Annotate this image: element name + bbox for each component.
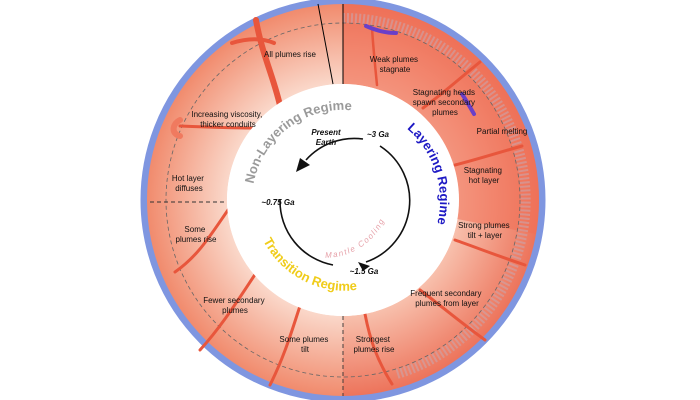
label-stagnating-heads: Stagnating heads spawn secondary plumes — [413, 88, 478, 117]
label-all-plumes-rise: All plumes rise — [264, 50, 317, 59]
arrowheads — [296, 158, 370, 271]
label-frequent-secondary: Frequent secondary plumes from layer — [410, 289, 483, 308]
label-stagnating-hot-layer: Stagnating hot layer — [464, 166, 505, 185]
arrow-3ga-to-1-5ga — [365, 145, 411, 263]
label-some-plumes-tilt: Some plumes tilt — [279, 335, 330, 354]
label-weak-plumes: Weak plumes stagnate — [370, 55, 421, 74]
plume-all-rise — [253, 17, 284, 113]
present-earth-line-1: Present — [311, 128, 341, 137]
arrowhead-top — [296, 158, 310, 172]
plume-fewer-secondary — [198, 268, 260, 352]
plume-weak-stagnant-head — [364, 24, 398, 35]
plume-some-rise — [173, 208, 230, 274]
plume-hot-layer-diffuse — [170, 117, 183, 139]
divider-top-a — [317, 3, 334, 85]
plume-stagnating-hot — [453, 144, 524, 167]
plumes — [170, 17, 527, 387]
plume-frequent-secondary — [418, 288, 487, 342]
label-strong-plumes-tilt: Strong plumes tilt + layer — [458, 221, 512, 240]
era-0-75ga: ~0.75 Ga — [261, 198, 295, 207]
center-disk — [227, 84, 459, 316]
label-partial-melting: Partial melting — [477, 127, 528, 136]
plume-strongest — [363, 312, 394, 386]
era-1-5ga: ~1.5 Ga — [350, 267, 379, 276]
plume-strong-tilt — [453, 238, 527, 267]
label-fewer-secondary: Fewer secondary plumes — [203, 296, 267, 315]
present-earth-line-2: Earth — [316, 138, 337, 147]
cycle-arrows — [279, 137, 411, 266]
arrowhead-bottom — [358, 262, 370, 271]
plume-thick-conduit — [178, 124, 254, 130]
plume-some-tilt — [268, 304, 302, 387]
arrow-1-5ga-to-0-75ga — [279, 199, 334, 266]
plume-weak — [370, 26, 379, 87]
label-some-plumes-rise: Some plumes rise — [176, 225, 217, 244]
label-strongest-plumes: Strongest plumes rise — [354, 335, 395, 354]
plume-stagnating-heads — [421, 60, 482, 110]
annulus-layering-sector — [343, 4, 539, 234]
arrow-present-to-3ga — [305, 137, 364, 161]
plume-partial-melt-head — [460, 92, 476, 116]
label-increasing-viscosity: Increasing viscosity, thicker conduits — [191, 110, 264, 129]
outer-ring — [140, 0, 546, 400]
label-hot-layer-diffuses: Hot layer diffuses — [172, 174, 206, 193]
plume-all-rise-head — [230, 37, 276, 45]
era-3ga: ~3 Ga — [367, 130, 390, 139]
